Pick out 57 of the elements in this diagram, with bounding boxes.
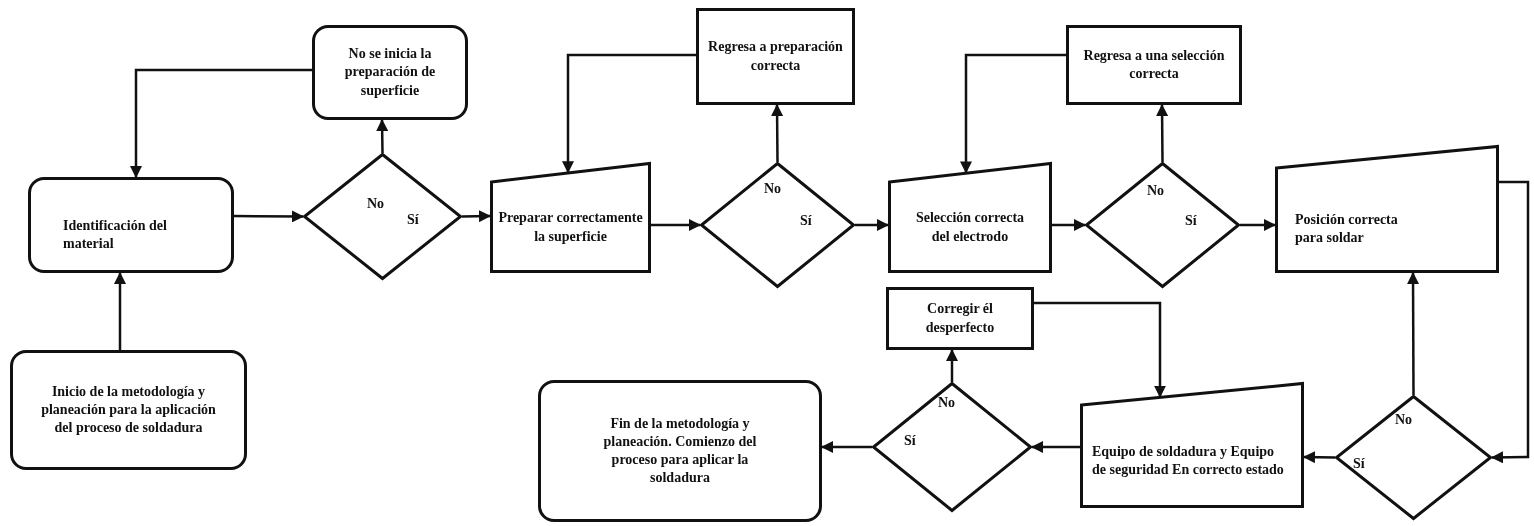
node-text: Identificación del material	[63, 216, 167, 253]
start-box	[10, 350, 247, 470]
arrow	[960, 53, 1066, 174]
arrow	[1031, 441, 1080, 453]
arrow	[234, 210, 304, 223]
arrow	[855, 219, 889, 231]
decision-label: No	[367, 195, 385, 213]
arrow	[1240, 219, 1276, 231]
arrow	[376, 119, 389, 153]
decision-diamond	[1085, 162, 1240, 288]
process-box	[312, 25, 468, 120]
manual-input-box	[1275, 145, 1499, 273]
end-box	[538, 380, 822, 522]
manual-input-box	[1080, 382, 1304, 508]
node-text: Regresa a preparación correcta	[707, 38, 844, 75]
arrow	[1156, 104, 1169, 162]
node-text: Posición correcta para soldar	[1295, 210, 1399, 247]
decision-diamond	[1335, 395, 1492, 520]
node-text: Corregir él desperfecto	[924, 300, 996, 337]
decision-label: Sí	[904, 432, 916, 450]
decision-diamond	[872, 382, 1032, 512]
arrow	[130, 68, 312, 178]
arrow	[946, 349, 958, 382]
decision-diamond	[700, 162, 855, 288]
process-box	[1066, 25, 1242, 105]
manual-input-box	[888, 162, 1052, 273]
process-box	[28, 177, 234, 273]
arrow	[1052, 219, 1086, 231]
decision-label: No	[1395, 411, 1413, 429]
arrow	[821, 441, 872, 453]
arrow	[562, 53, 696, 174]
decision-label: Sí	[407, 211, 419, 229]
arrow	[114, 272, 126, 350]
node-text: Preparar correctamente la superficie	[498, 209, 643, 246]
process-box	[886, 287, 1034, 350]
arrow	[1034, 301, 1166, 398]
arrow	[771, 104, 784, 162]
decision-label: Sí	[1185, 212, 1197, 230]
node-text: Selección correcta del electrodo	[914, 209, 1026, 246]
arrow	[1491, 180, 1530, 464]
decision-label: No	[938, 394, 956, 412]
manual-input-box	[490, 162, 651, 273]
decision-label: Sí	[800, 212, 812, 230]
node-text: No se inicia la preparación de superficie	[343, 45, 437, 100]
node-text: Equipo de soldadura y Equipo de seguridad En correcto estado	[1092, 442, 1285, 479]
arrow	[461, 210, 491, 223]
decision-label: No	[764, 180, 782, 198]
process-box	[696, 8, 855, 105]
decision-label: No	[1147, 182, 1165, 200]
arrow	[651, 219, 701, 231]
node-text: Regresa a una selección correcta	[1082, 46, 1226, 83]
decision-label: Sí	[1353, 455, 1365, 473]
arrow	[1303, 451, 1336, 464]
arrow	[1407, 272, 1420, 395]
decision-diamond	[303, 153, 462, 280]
node-text: Inicio de la metodología y planeación para la aplicación del proceso de soldadura	[40, 382, 217, 438]
node-text: Fin de la metodología y planeación. Comienzo del proceso para aplicar la soldadura	[602, 414, 758, 488]
